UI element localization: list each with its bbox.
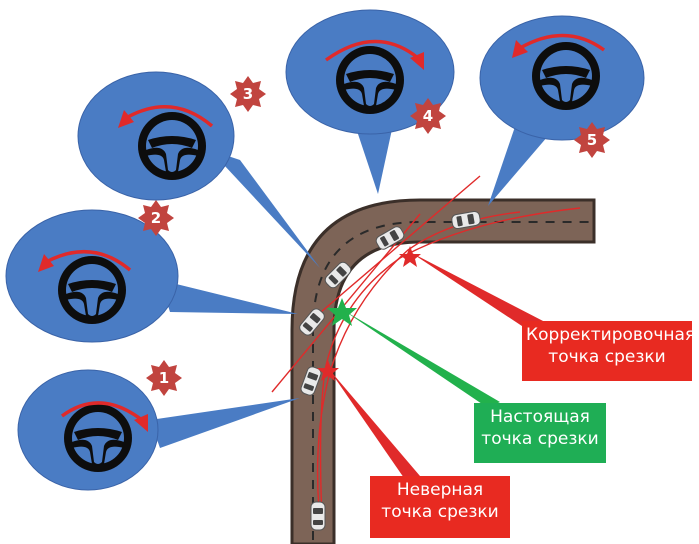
bubble-step-1 <box>17 369 300 491</box>
rotate-right-arrow-icon <box>60 401 144 422</box>
apex-markers <box>317 246 421 381</box>
steering-wheel-icon <box>138 112 206 180</box>
badge-4: 4 <box>410 98 446 134</box>
arrow-true-apex <box>343 310 500 408</box>
rotate-left-arrow-icon <box>45 250 132 272</box>
trajectory-wrong <box>316 211 521 521</box>
trajectory-correct <box>319 207 581 521</box>
true-apex-label: Настоящая точка срезки <box>474 403 606 463</box>
correct-apex-label-line2: точка срезки <box>548 347 666 367</box>
badge-1: 1 <box>146 360 182 396</box>
correct-apex-label: Корректировочная точка срезки <box>522 321 696 381</box>
correct-apex-star <box>399 246 421 267</box>
rotate-right-arrow-icon <box>324 39 420 62</box>
apex-tangent-line-2 <box>299 175 481 331</box>
correct-apex-label-line1: Корректировочная <box>526 325 696 345</box>
arrow-correct-apex <box>410 252 545 330</box>
badge-number: 2 <box>151 209 161 227</box>
badge-number: 4 <box>423 107 433 125</box>
arrow-wrong-apex <box>328 368 420 478</box>
rotate-left-arrow-icon <box>519 33 606 52</box>
rotate-left-arrow-icon <box>125 105 214 128</box>
badge-2: 2 <box>138 200 174 236</box>
steering-wheel-icon <box>532 42 600 110</box>
bubble-step-5 <box>479 15 645 206</box>
pointer-arrows <box>328 252 545 478</box>
badge-number: 1 <box>159 369 169 387</box>
steering-wheel-icon <box>58 256 126 324</box>
badge-5: 5 <box>574 122 610 158</box>
steering-wheel-icon <box>336 46 404 114</box>
wrong-apex-label: Неверная точка срезки <box>370 476 510 538</box>
car-start <box>310 501 326 531</box>
true-apex-star <box>327 298 357 326</box>
trajectory-lines <box>271 175 581 521</box>
steering-wheel-icon <box>64 404 132 472</box>
badge-3: 3 <box>230 76 266 112</box>
wrong-apex-label-line1: Неверная <box>396 480 484 500</box>
bubble-step-3 <box>77 71 320 268</box>
wrong-apex-star <box>317 360 339 381</box>
bubble-step-2 <box>5 209 298 343</box>
badge-number: 5 <box>587 131 597 149</box>
badge-number: 3 <box>243 85 253 103</box>
true-apex-label-line2: точка срезки <box>481 429 599 449</box>
apex-tangent-line-1 <box>271 213 421 393</box>
true-apex-label-line1: Настоящая <box>490 407 590 427</box>
wrong-apex-label-line2: точка срезки <box>381 502 499 522</box>
bubble-step-4 <box>285 9 455 194</box>
